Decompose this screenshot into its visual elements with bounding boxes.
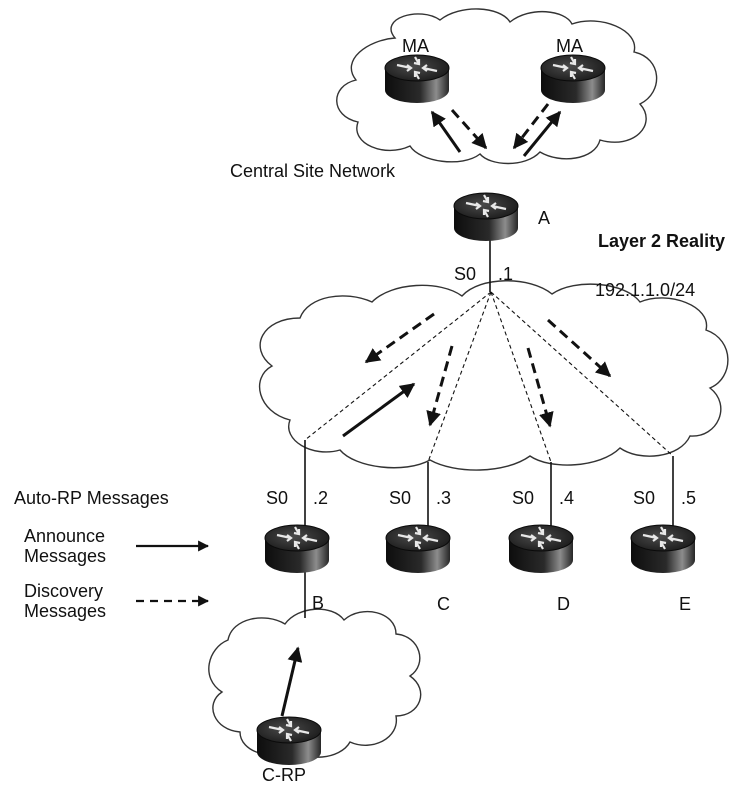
legend-announce-label: Messages: [24, 546, 106, 566]
legend-discovery-label: Discovery: [24, 581, 103, 601]
router-e-label: E: [679, 594, 691, 614]
router-c-label: C: [437, 594, 450, 614]
router-d-label: D: [557, 594, 570, 614]
announce-arrow-icon: [430, 110, 462, 153]
announce-arrow-icon: [342, 382, 416, 438]
router-b-label: B: [312, 593, 324, 613]
discovery-arrow-icon: [526, 347, 554, 428]
router-b-icon: [263, 523, 331, 575]
b-interface-label: S0: [266, 488, 288, 508]
subnet-label: 192.1.1.0/24: [595, 280, 695, 300]
router-c-icon: [384, 523, 452, 575]
discovery-arrow-icon: [426, 345, 454, 427]
router-e-icon: [629, 523, 697, 575]
network-links: [304, 230, 674, 618]
c-address-label: .3: [436, 488, 451, 508]
ma-left-label: MA: [402, 36, 429, 56]
a-interface-label: S0: [454, 264, 476, 284]
e-interface-label: S0: [633, 488, 655, 508]
d-address-label: .4: [559, 488, 574, 508]
c-rp-router-icon: [255, 715, 323, 767]
central-site-cloud-icon: [336, 8, 658, 165]
b-address-label: .2: [313, 488, 328, 508]
legend-title: Auto-RP Messages: [14, 488, 169, 508]
ma-left-router-icon: [383, 53, 451, 105]
c-rp-cloud-icon: [208, 608, 422, 758]
legend-announce-label: Announce: [24, 526, 105, 546]
virtual-circuits: [304, 291, 674, 463]
ma-right-router-icon: [539, 53, 607, 105]
announce-arrow-icon: [522, 110, 562, 157]
a-address-label: .1: [498, 264, 513, 284]
d-interface-label: S0: [512, 488, 534, 508]
discovery-arrow-icon: [512, 103, 550, 150]
discovery-arrow-icon: [364, 312, 435, 364]
central-site-label: Central Site Network: [230, 161, 396, 181]
router-d-icon: [507, 523, 575, 575]
c-rp-label: C-RP: [262, 765, 306, 785]
announce-arrow-icon: [280, 646, 303, 717]
layer2-cloud-icon: [258, 280, 729, 471]
layer2-label: Layer 2 Reality: [598, 231, 725, 251]
router-a-label: A: [538, 208, 550, 228]
ma-right-label: MA: [556, 36, 583, 56]
discovery-arrow-icon: [450, 108, 488, 150]
router-a-icon: [452, 191, 520, 243]
c-interface-label: S0: [389, 488, 411, 508]
legend-discovery-label: Messages: [24, 601, 106, 621]
discovery-arrow-icon: [546, 318, 612, 378]
e-address-label: .5: [681, 488, 696, 508]
